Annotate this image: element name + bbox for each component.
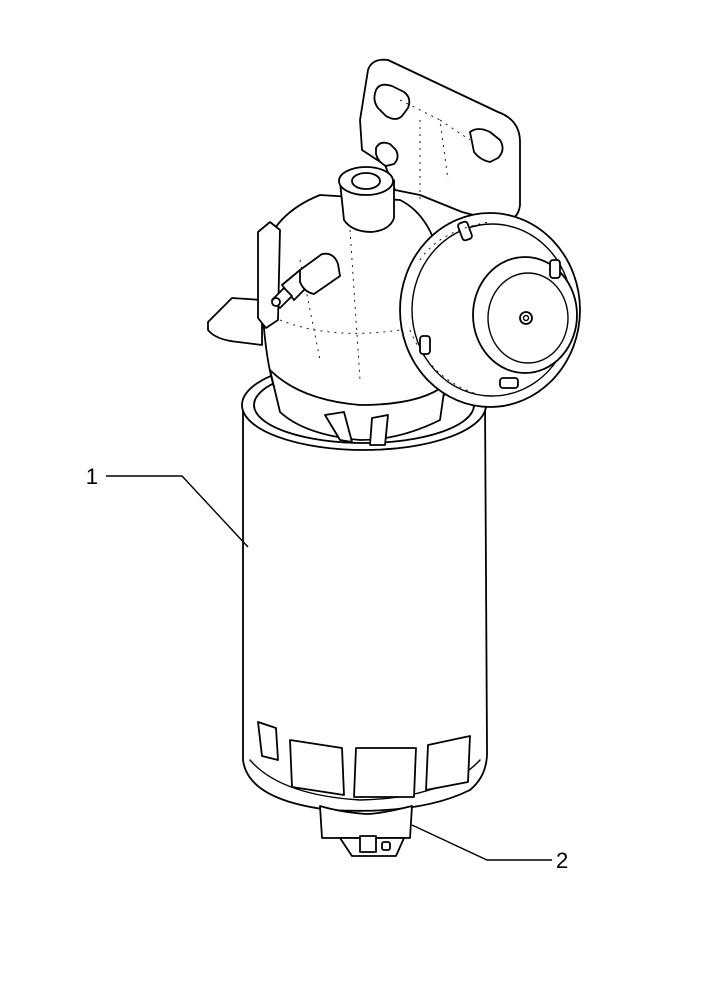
primer-pump <box>399 212 581 408</box>
bleed-fitting <box>271 252 341 309</box>
callout-1: 1 <box>86 464 249 548</box>
callout-2: 2 <box>411 824 568 873</box>
side-bracket <box>207 221 281 346</box>
inlet-port <box>338 166 395 233</box>
callout-2-label: 2 <box>556 848 568 873</box>
callout-1-label: 1 <box>86 464 98 489</box>
filter-head <box>261 194 461 446</box>
drain-sensor <box>319 805 413 857</box>
